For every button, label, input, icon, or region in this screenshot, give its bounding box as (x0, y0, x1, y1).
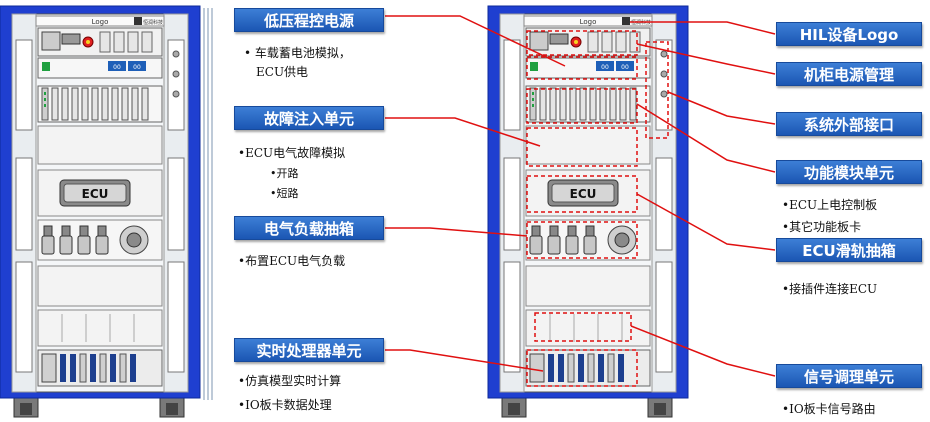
box-signal-conditioning (534, 312, 632, 342)
label-signal-conditioning: 信号调理单元 (776, 364, 922, 388)
note-load-line1: •布置ECU电气负载 (238, 254, 346, 268)
note-func-line1: •ECU上电控制板 (782, 198, 878, 212)
label-hil-logo: HIL设备Logo (776, 22, 922, 46)
left-cabinet: Logo 恒润科技 00 00 ECU (0, 5, 201, 418)
cabinet-logo-text: Logo (92, 18, 109, 26)
psu-readout-b: 00 (133, 64, 141, 71)
label-fault-injection: 故障注入单元 (234, 106, 384, 130)
box-function-module (526, 88, 638, 124)
note-rt-line1: •仿真模型实时计算 (238, 374, 342, 388)
note-rt-line2: •IO板卡数据处理 (238, 398, 332, 412)
cabinet-logo-text-right: Logo (580, 18, 597, 26)
divider (203, 8, 213, 400)
note-fault-line1: •ECU电气故障模拟 (238, 146, 346, 160)
box-fault-injection (526, 127, 638, 167)
psu-readout-a-right: 00 (601, 64, 609, 71)
right-cabinet: Logo 恒润科技 00 00 ECU (487, 5, 689, 418)
label-external-interface: 系统外部接口 (776, 112, 922, 136)
label-ecu-drawer: ECU滑轨抽箱 (776, 238, 922, 262)
psu-readout-a: 00 (113, 64, 121, 71)
note-sig-line1: •IO板卡信号路由 (782, 402, 876, 416)
brand-badge: 恒润科技 (143, 19, 163, 26)
label-electrical-load: 电气负载抽箱 (234, 216, 384, 240)
note-psu-line1: • 车载蓄电池模拟， (244, 46, 351, 60)
box-electrical-load (526, 221, 638, 259)
box-power-management (526, 30, 638, 56)
ecu-label: ECU (82, 187, 109, 201)
box-low-voltage-psu (526, 56, 638, 80)
box-external-interface (645, 41, 669, 139)
note-fault-short: •短路 (270, 187, 299, 200)
note-psu-line2: ECU供电 (256, 65, 309, 79)
note-fault-open: •开路 (270, 167, 299, 180)
note-ecu-line1: •接插件连接ECU (782, 282, 878, 296)
label-low-voltage-psu: 低压程控电源 (234, 8, 384, 32)
ecu-label-right: ECU (570, 187, 597, 201)
note-func-line2: •其它功能板卡 (782, 220, 862, 234)
label-function-module: 功能模块单元 (776, 160, 922, 184)
label-realtime-processor: 实时处理器单元 (234, 338, 384, 362)
label-power-management: 机柜电源管理 (776, 62, 922, 86)
callout-lines (385, 15, 776, 377)
psu-readout-b-right: 00 (621, 64, 629, 71)
